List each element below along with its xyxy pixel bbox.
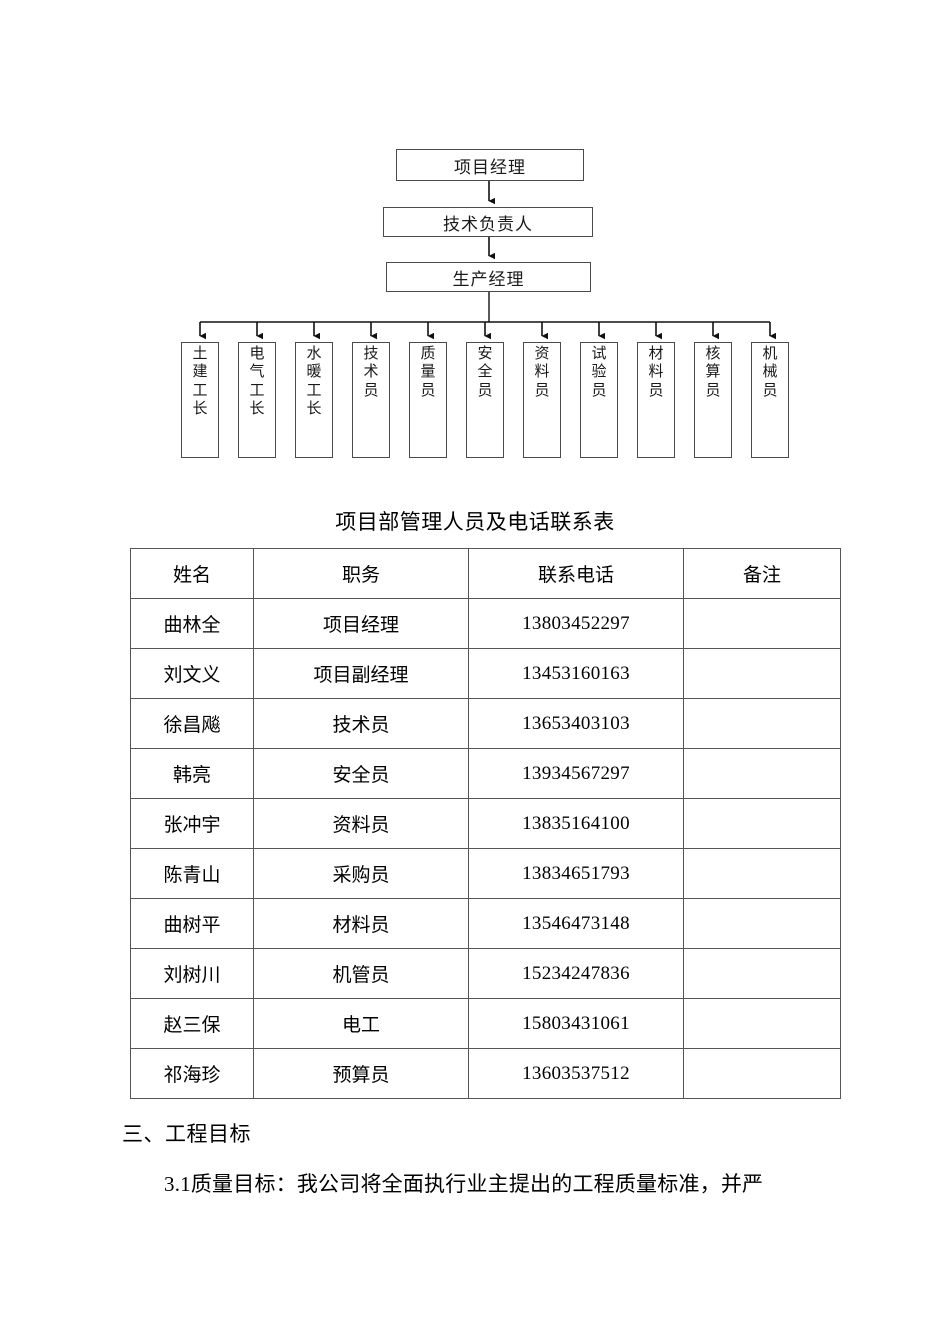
- section-heading: 三、工程目标: [122, 1122, 251, 1146]
- cell-role: 项目副经理: [253, 648, 469, 699]
- table-header-row: 姓名 职务 联系电话 备注: [130, 548, 841, 599]
- org-leaf-box: 核算员: [694, 342, 732, 458]
- org-leaf-box: 质量员: [409, 342, 447, 458]
- org-leaf-box: 水暖工长: [295, 342, 333, 458]
- org-box-label: 生产经理: [452, 269, 525, 289]
- contacts-table: 姓名 职务 联系电话 备注 曲林全 项目经理 13803452297 刘文义 项…: [130, 548, 841, 1099]
- cell-note: [683, 898, 841, 949]
- cell-role: 电工: [253, 998, 469, 1049]
- cell-note: [683, 598, 841, 649]
- org-leaf-box: 土建工长: [181, 342, 219, 458]
- org-leaf-label: 技术员: [363, 345, 379, 399]
- org-leaf-box: 技术员: [352, 342, 390, 458]
- cell-role: 材料员: [253, 898, 469, 949]
- cell-note: [683, 848, 841, 899]
- cell-note: [683, 948, 841, 999]
- cell-phone: 15803431061: [468, 998, 684, 1049]
- cell-role: 项目经理: [253, 598, 469, 649]
- table-row: 赵三保 电工 15803431061: [130, 998, 841, 1049]
- cell-role: 机管员: [253, 948, 469, 999]
- cell-role: 预算员: [253, 1048, 469, 1099]
- cell-name: 刘文义: [130, 648, 254, 699]
- org-leaf-label: 材料员: [648, 345, 664, 399]
- org-leaf-box: 安全员: [466, 342, 504, 458]
- org-leaf-box: 机械员: [751, 342, 789, 458]
- org-leaf-label: 试验员: [591, 345, 607, 399]
- cell-note: [683, 748, 841, 799]
- cell-name: 刘树川: [130, 948, 254, 999]
- cell-phone: 15234247836: [468, 948, 684, 999]
- table-row: 韩亮 安全员 13934567297: [130, 748, 841, 799]
- cell-name: 祁海珍: [130, 1048, 254, 1099]
- org-leaf-box: 电气工长: [238, 342, 276, 458]
- cell-phone: 13453160163: [468, 648, 684, 699]
- org-box-label: 项目经理: [454, 157, 526, 177]
- column-header-phone: 联系电话: [468, 548, 684, 599]
- org-box-technical-director: 技术负责人: [383, 207, 593, 237]
- cell-note: [683, 798, 841, 849]
- cell-name: 赵三保: [130, 998, 254, 1049]
- cell-note: [683, 1048, 841, 1099]
- table-row: 徐昌飚 技术员 13653403103: [130, 698, 841, 749]
- column-header-name: 姓名: [130, 548, 254, 599]
- column-header-role: 职务: [253, 548, 469, 599]
- org-leaf-box: 资料员: [523, 342, 561, 458]
- table-row: 陈青山 采购员 13834651793: [130, 848, 841, 899]
- org-leaf-label: 水暖工长: [306, 345, 322, 417]
- table-row: 刘树川 机管员 15234247836: [130, 948, 841, 999]
- org-leaf-label: 土建工长: [192, 345, 208, 417]
- cell-name: 曲林全: [130, 598, 254, 649]
- table-row: 曲树平 材料员 13546473148: [130, 898, 841, 949]
- org-leaf-label: 资料员: [534, 345, 550, 399]
- table-row: 张冲宇 资料员 13835164100: [130, 798, 841, 849]
- cell-phone: 13603537512: [468, 1048, 684, 1099]
- cell-phone: 13835164100: [468, 798, 684, 849]
- table-row: 祁海珍 预算员 13603537512: [130, 1048, 841, 1099]
- cell-note: [683, 648, 841, 699]
- cell-role: 资料员: [253, 798, 469, 849]
- org-leaf-label: 核算员: [705, 345, 721, 399]
- org-leaf-label: 质量员: [420, 345, 436, 399]
- cell-name: 张冲宇: [130, 798, 254, 849]
- cell-phone: 13546473148: [468, 898, 684, 949]
- cell-phone: 13834651793: [468, 848, 684, 899]
- table-row: 曲林全 项目经理 13803452297: [130, 598, 841, 649]
- section-paragraph: 3.1质量目标：我公司将全面执行业主提出的工程质量标准，并严: [164, 1172, 764, 1196]
- table-row: 刘文义 项目副经理 13453160163: [130, 648, 841, 699]
- org-leaf-box: 材料员: [637, 342, 675, 458]
- cell-role: 安全员: [253, 748, 469, 799]
- cell-phone: 13803452297: [468, 598, 684, 649]
- cell-role: 技术员: [253, 698, 469, 749]
- cell-phone: 13653403103: [468, 698, 684, 749]
- cell-name: 韩亮: [130, 748, 254, 799]
- org-leaf-box: 试验员: [580, 342, 618, 458]
- org-leaf-label: 机械员: [762, 345, 778, 399]
- cell-note: [683, 998, 841, 1049]
- org-box-label: 技术负责人: [443, 214, 533, 234]
- org-chart-connectors: [199, 181, 776, 340]
- cell-phone: 13934567297: [468, 748, 684, 799]
- org-chart: 项目经理 技术负责人 生产经理 土建工长 电气工长 水暖工长 技术员 质量员 安…: [0, 0, 950, 480]
- cell-name: 陈青山: [130, 848, 254, 899]
- cell-note: [683, 698, 841, 749]
- org-box-production-manager: 生产经理: [386, 262, 591, 292]
- org-leaf-label: 电气工长: [249, 345, 265, 417]
- org-box-project-manager: 项目经理: [396, 149, 584, 181]
- column-header-note: 备注: [683, 548, 841, 599]
- cell-name: 曲树平: [130, 898, 254, 949]
- cell-name: 徐昌飚: [130, 698, 254, 749]
- cell-role: 采购员: [253, 848, 469, 899]
- table-title: 项目部管理人员及电话联系表: [335, 510, 615, 534]
- org-leaf-label: 安全员: [477, 345, 493, 399]
